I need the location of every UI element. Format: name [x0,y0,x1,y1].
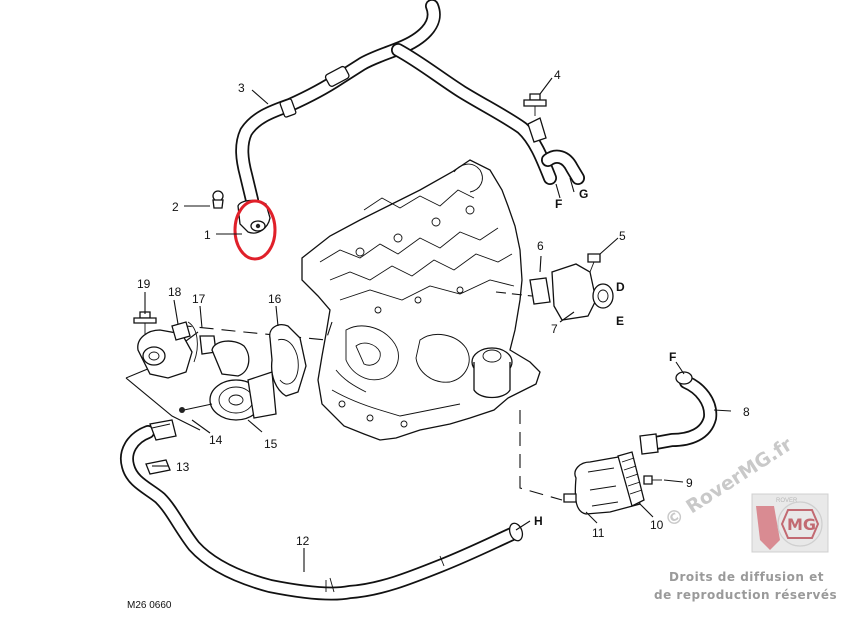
callout-2: 2 [172,200,179,214]
rights-line-2: de reproduction réservés [654,588,837,602]
rights-line-1: Droits de diffusion et [669,570,824,584]
callout-labels: 1 2 3 4 5 6 7 8 9 10 11 12 13 14 15 16 1… [137,68,750,548]
callout-18: 18 [168,285,182,299]
logo-letters: MG [787,515,816,534]
logo-caption: ROVER [776,498,798,504]
callout-4: 4 [554,68,561,82]
callout-10: 10 [650,518,664,532]
reference-code: M26 0660 [127,600,172,611]
highlight-circle [233,199,277,261]
callout-6: 6 [537,239,544,253]
oil-cooler-part-10 [563,451,662,515]
callout-3: 3 [238,81,245,95]
thermostat-housing-part-1 [237,199,271,234]
connector-F-top: F [555,197,562,211]
callout-12: 12 [296,534,310,548]
callout-14: 14 [209,433,223,447]
bolt-part-4 [523,93,547,116]
connector-F-right: F [669,350,676,364]
callout-9: 9 [686,476,693,490]
oil-cooler-hose-8 [639,371,718,455]
callout-16: 16 [268,292,282,306]
thermostat-part-7 [529,253,614,321]
callout-13: 13 [176,460,190,474]
callout-1: 1 [204,228,211,242]
sensor-part-2 [212,190,224,209]
callout-8: 8 [743,405,750,419]
connector-labels: D E F G F H [534,187,676,528]
water-pump-assembly [133,311,307,421]
callout-17: 17 [192,292,206,306]
lower-coolant-hose [120,419,524,601]
connector-E: E [616,314,624,328]
leader-lines [144,77,732,572]
connector-G: G [579,187,588,201]
upper-coolant-hose [235,0,585,207]
watermark: © RoverMG.fr ROVER MG Droits de diffusio… [654,433,837,602]
callout-15: 15 [264,437,278,451]
connector-H: H [534,514,543,528]
callout-5: 5 [619,229,626,243]
callout-11: 11 [592,526,605,540]
cylinder-head-block [301,159,541,441]
rovermg-logo: ROVER MG [751,493,829,553]
callout-7: 7 [551,322,558,336]
connector-D: D [616,280,625,294]
callout-19: 19 [137,277,151,291]
